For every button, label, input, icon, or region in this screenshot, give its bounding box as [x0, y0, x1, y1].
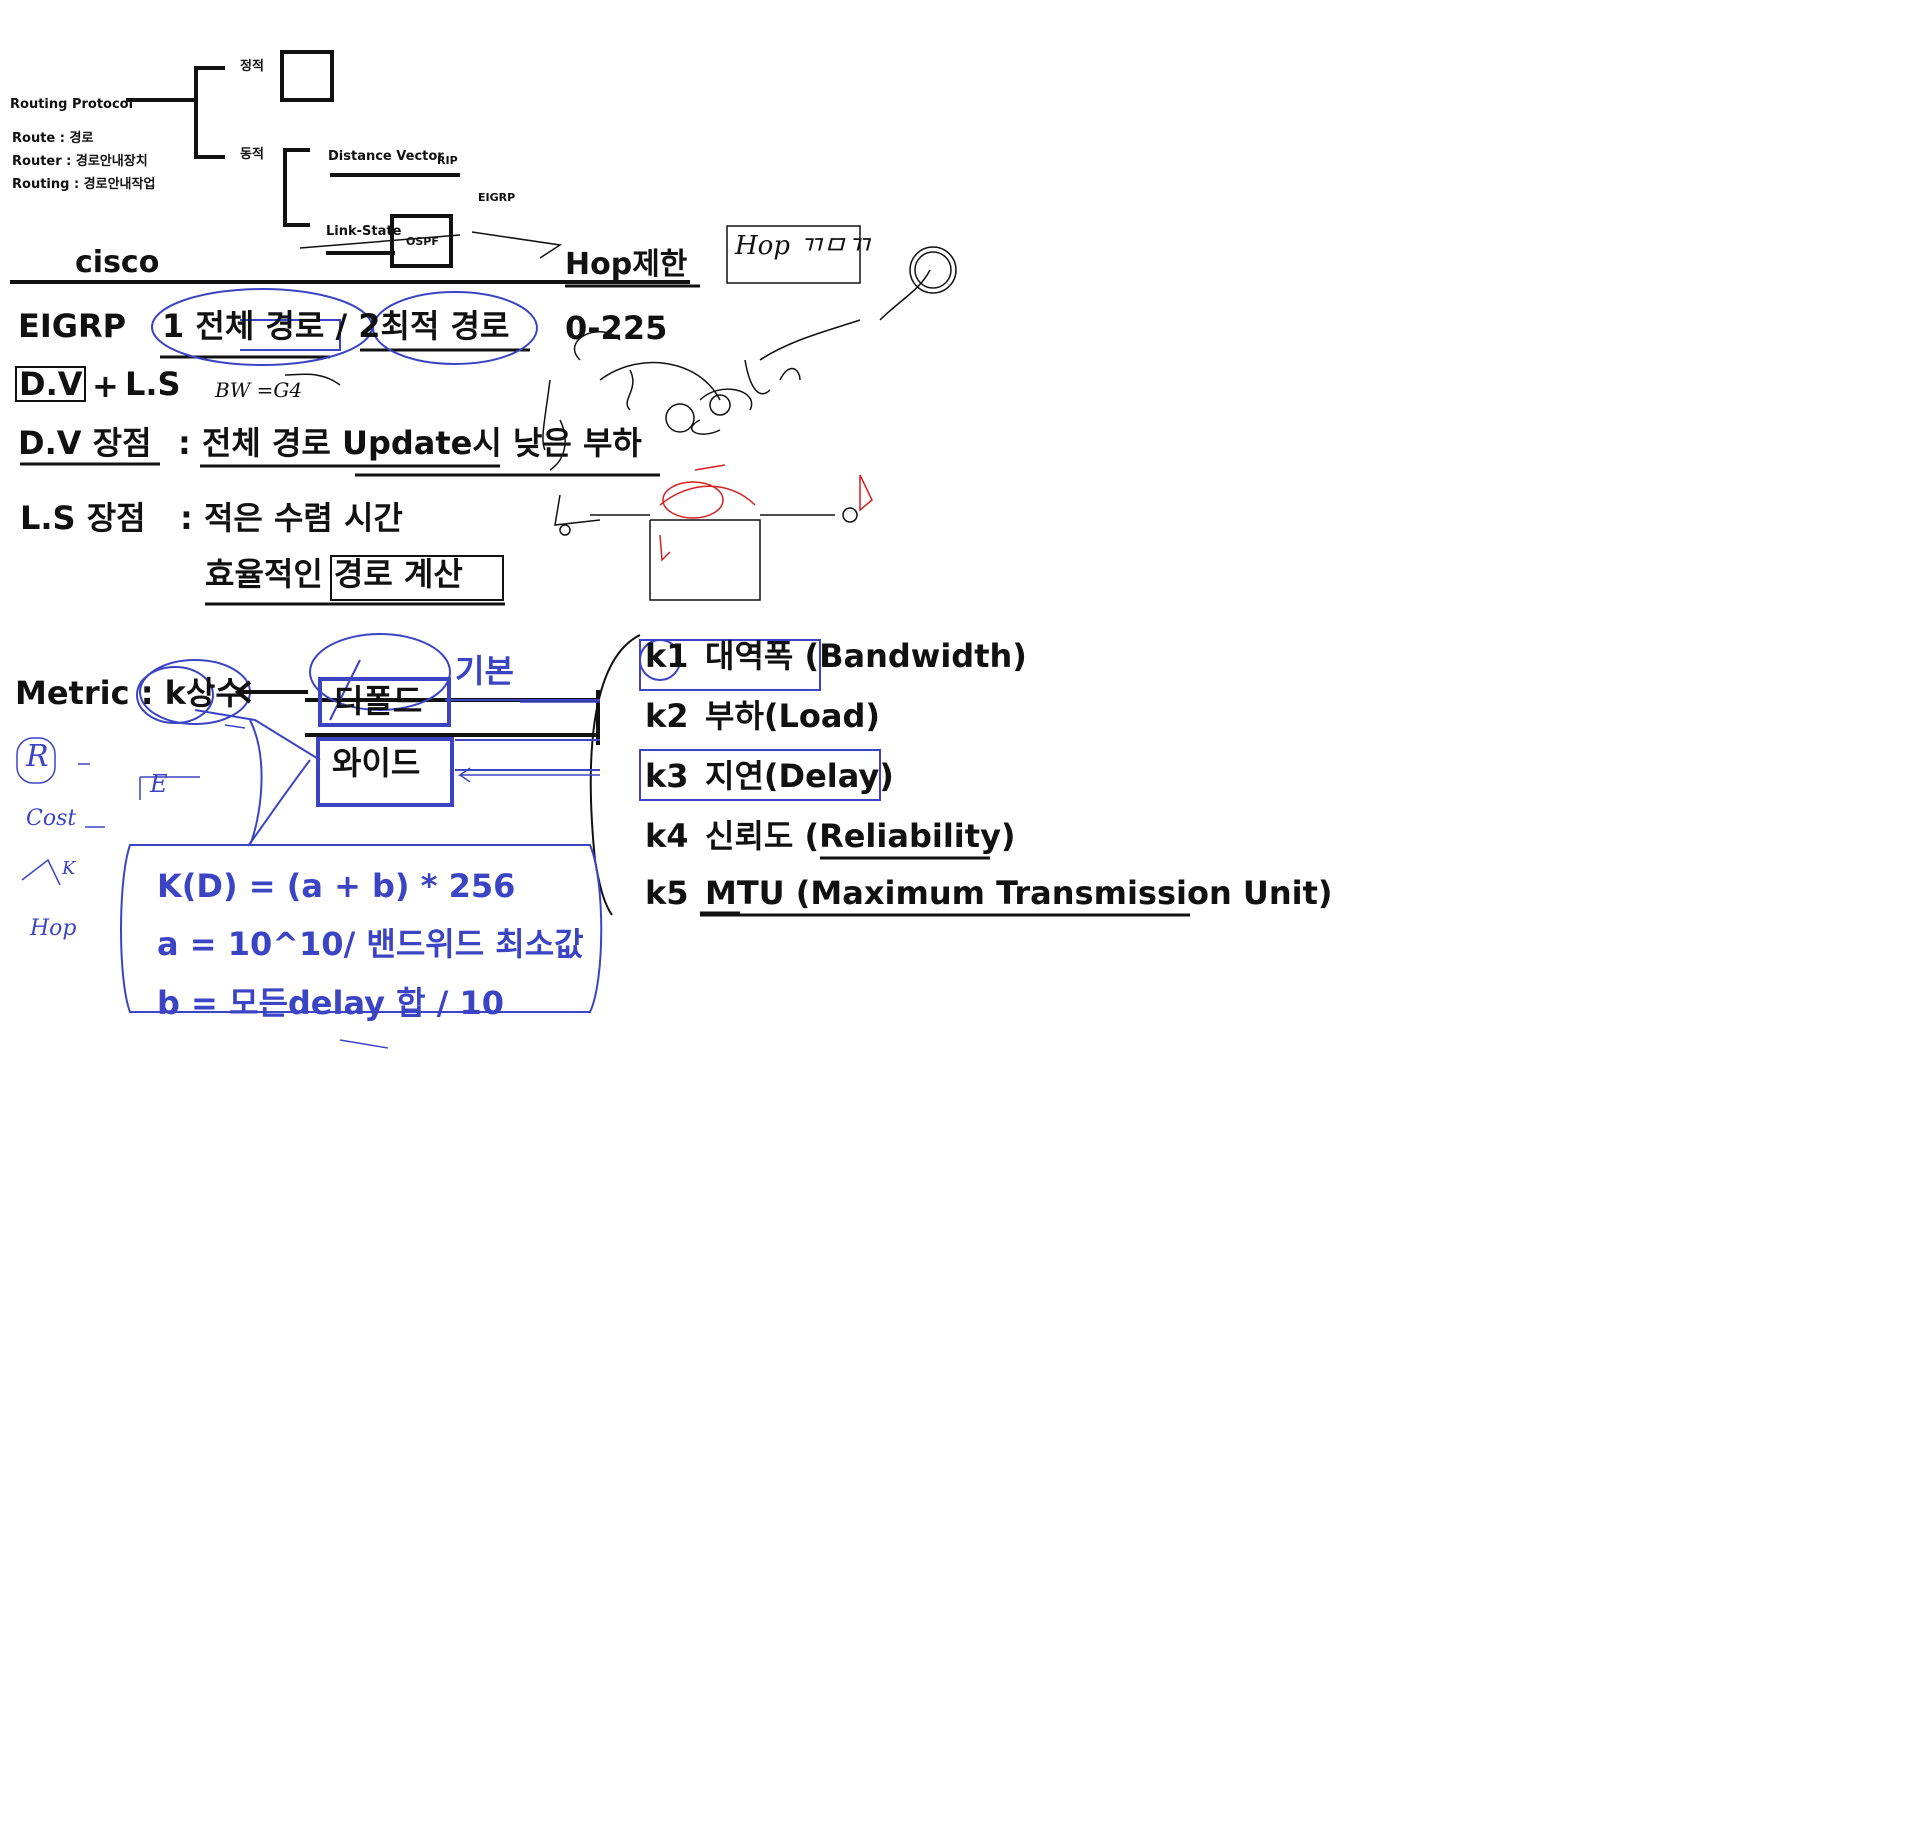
hop-range: 0-225 — [565, 309, 668, 347]
routing-protocol-label: Routing Protocol — [10, 97, 134, 112]
k4-key: k4 — [645, 817, 689, 855]
default-label: 디폴드 — [334, 682, 423, 720]
k5-text: MTU (Maximum Transmission Unit) — [705, 874, 1333, 912]
k1-key: k1 — [645, 637, 689, 675]
margin-note-k: K — [62, 858, 76, 879]
formula-a: a = 10^10/ 밴드위드 최소값 — [157, 925, 584, 963]
formula-b: b = 모든delay 합 / 10 — [157, 984, 505, 1022]
k-list-bracket — [589, 634, 641, 916]
ls-advantage-text2: 효율적인 경로 계산 — [205, 555, 463, 593]
static-empty-box — [280, 50, 334, 102]
margin-note-cost: Cost — [26, 806, 77, 831]
eigrp-heading: EIGRP — [18, 307, 127, 345]
k2-text: 부하(Load) — [705, 697, 881, 735]
dv-advantage-text: : 전체 경로 Update시 낮은 부하 — [178, 424, 642, 462]
rip-label: RIP — [437, 154, 458, 167]
ospf-box: OSPF — [390, 214, 453, 268]
ls-advantage-label: L.S 장점 — [20, 499, 146, 537]
cisco-label: cisco — [75, 245, 160, 280]
handwritten-scribbles — [284, 225, 957, 601]
blue-highlights — [120, 288, 881, 1013]
hop-limit-label: Hop제한 — [565, 247, 688, 282]
k2-key: k2 — [645, 697, 689, 735]
wide-label: 와이드 — [332, 744, 421, 782]
metric-label: Metric : k상수 — [15, 674, 245, 712]
distance-vector-label: Distance Vector — [328, 149, 444, 164]
k4-text: 신뢰도 (Reliability) — [705, 817, 1016, 855]
wide-box: 와이드 — [316, 737, 454, 807]
tree-connectors — [10, 66, 690, 745]
k3-text: 지연(Delay) — [705, 757, 894, 795]
k3-key: k3 — [645, 757, 689, 795]
ls-label: L.S — [125, 365, 181, 403]
dv-label: D.V — [19, 365, 83, 403]
underlines — [20, 284, 1190, 917]
hop-handwritten: Hop ㄲㅁㄲ — [735, 231, 870, 261]
margin-note-hop: Hop — [30, 916, 77, 941]
paths-text: 1 전체 경로 / 2최적 경로 — [162, 307, 510, 345]
bw-note: BW =G4 — [215, 378, 303, 402]
efficient-path-box — [330, 555, 504, 601]
static-label: 정적 — [240, 59, 264, 74]
plus-sign: + — [92, 367, 119, 405]
default-box: 디폴드 — [318, 677, 451, 727]
margin-scribbles — [16, 737, 389, 1049]
def-router: Router : 경로안내장치 — [12, 154, 148, 169]
link-state-label: Link-State — [326, 224, 402, 239]
margin-note-e: E — [150, 770, 168, 798]
eigrp-small-label: EIGRP — [478, 191, 516, 204]
blue-arrows — [224, 701, 600, 783]
k5-key: k5 — [645, 874, 689, 912]
margin-note-r: R — [26, 739, 49, 774]
formula-kd: K(D) = (a + b) * 256 — [157, 867, 516, 905]
red-network-drawing — [659, 464, 873, 562]
k1-text: 대역폭 (Bandwidth) — [705, 637, 1027, 675]
dynamic-label: 동적 — [240, 147, 264, 162]
ls-advantage-text1: : 적은 수렴 시간 — [180, 499, 403, 537]
dv-advantage-label: D.V 장점 — [18, 424, 152, 462]
def-route: Route : 경로 — [12, 131, 94, 146]
def-routing: Routing : 경로안내작업 — [12, 177, 156, 192]
basic-label: 기본 — [455, 652, 514, 690]
arrow-to-k-constant — [234, 680, 308, 704]
ospf-label: OSPF — [406, 235, 439, 248]
dv-box: D.V — [15, 365, 87, 403]
